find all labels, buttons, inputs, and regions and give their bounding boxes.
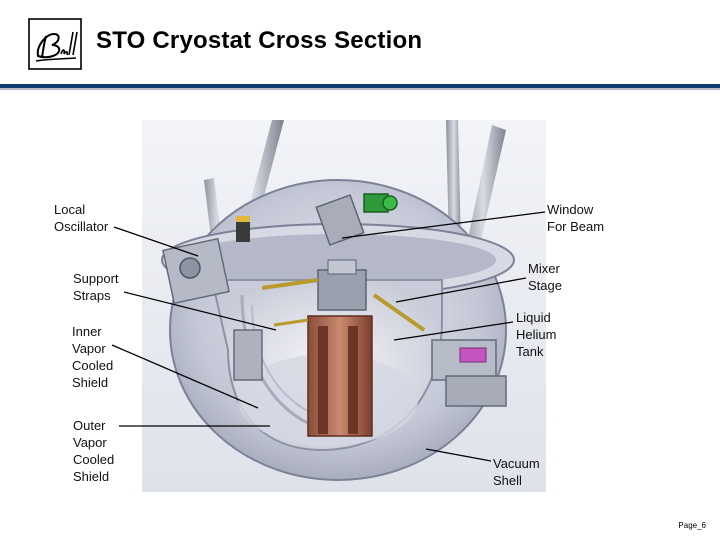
label-mixer-stage: Mixer Stage (528, 261, 562, 293)
label-outer-vapor-cooled-shield: Outer Vapor Cooled Shield (73, 418, 115, 484)
header-rule (0, 84, 720, 88)
label-liquid-helium-tank: Liquid Helium Tank (516, 310, 557, 359)
label-support-straps: Support Straps (73, 271, 119, 303)
label-vacuum-shell: Vacuum Shell (493, 456, 540, 488)
label-local-oscillator: Local Oscillator (54, 202, 109, 234)
label-inner-vapor-cooled-shield: Inner Vapor Cooled Shield (72, 324, 114, 390)
header-rule-secondary (0, 88, 720, 90)
cryostat-cross-section-image (142, 120, 546, 492)
ball-logo-icon (28, 18, 82, 70)
page-title: STO Cryostat Cross Section (96, 27, 423, 54)
page-number: Page_6 (678, 521, 706, 530)
label-window-for-beam: Window For Beam (547, 202, 605, 234)
